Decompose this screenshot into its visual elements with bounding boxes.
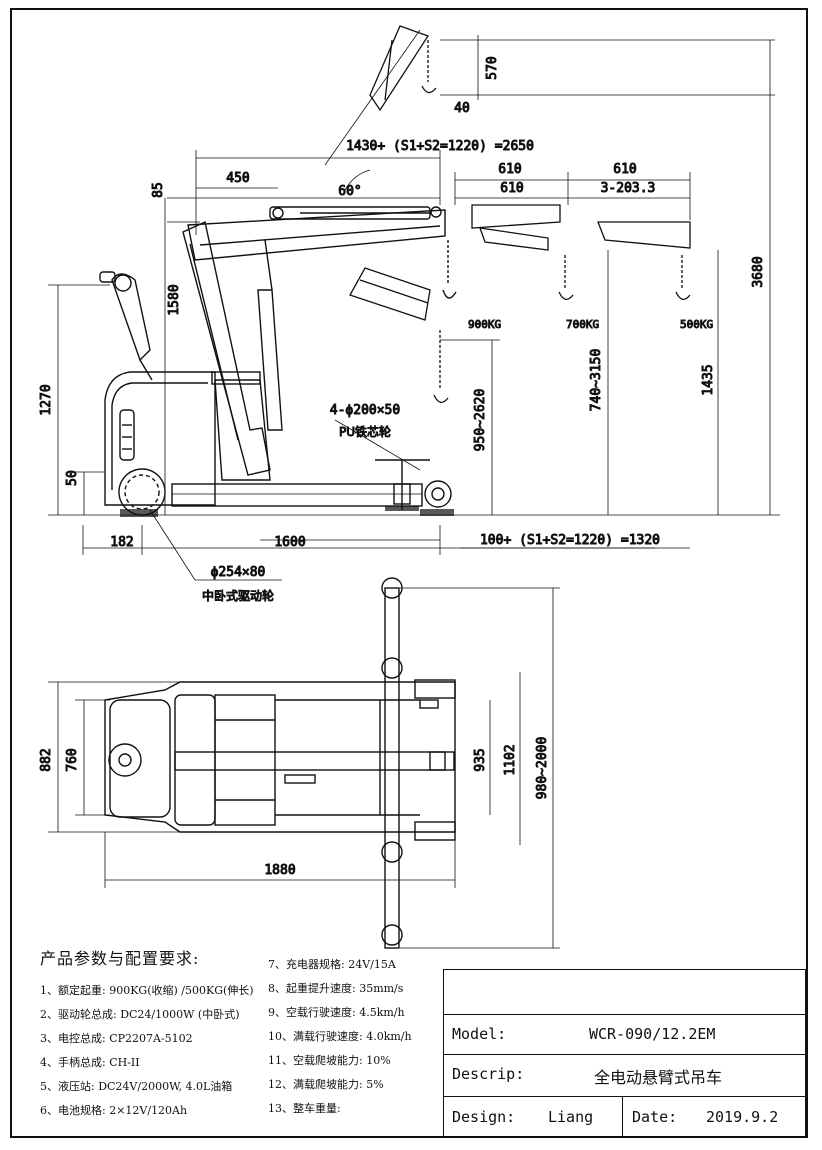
- load-900kg: 900KG: [468, 318, 501, 331]
- dim-1102: 1102: [503, 744, 518, 775]
- dim-570: 570: [485, 56, 500, 79]
- dim-85: 85: [151, 182, 166, 198]
- spec-item: 9、空载行驶速度: 4.5km/h: [268, 1006, 405, 1019]
- spec-item: 7、充电器规格: 24V/15A: [268, 958, 396, 971]
- dim-740-3150: 740~3150: [589, 349, 604, 412]
- side-view-extended-boom: [471, 204, 691, 300]
- dim-610-upper-left: 610: [498, 162, 521, 177]
- spec-item: 3、电控总成: CP2207A-5102: [40, 1032, 193, 1045]
- spec-item: 13、整车重量:: [268, 1102, 341, 1115]
- spec-item: 12、满载爬坡能力: 5%: [268, 1078, 384, 1091]
- date-label: Date:: [632, 1108, 678, 1126]
- dim-882: 882: [39, 748, 54, 771]
- dim-1600: 1600: [274, 535, 305, 550]
- dim-3680: 3680: [751, 256, 766, 287]
- spec-item: 2、驱动轮总成: DC24/1000W (中卧式): [40, 1008, 240, 1021]
- date-value: 2019.9.2: [706, 1108, 779, 1126]
- spec-item: 5、液压站: DC24V/2000W, 4.0L油箱: [40, 1080, 233, 1093]
- title-block: Model: WCR-090/12.2EM Descrip: 全电动悬臂式吊车 …: [443, 969, 806, 1138]
- dim-935: 935: [473, 748, 488, 771]
- dim-450: 450: [226, 171, 249, 186]
- drive-wheel-type: 中卧式驱动轮: [202, 588, 274, 603]
- side-view-lowered-boom: [349, 267, 449, 403]
- spec-item: 1、额定起重: 900KG(收缩) /500KG(伸长): [40, 984, 254, 997]
- load-500kg: 500KG: [680, 318, 713, 331]
- wheel-note-type: PU铁芯轮: [339, 425, 391, 439]
- title-block-divider: [622, 1097, 623, 1138]
- dim-50: 50: [65, 470, 80, 486]
- specs-left-column: 1、额定起重: 900KG(收缩) /500KG(伸长) 2、驱动轮总成: DC…: [40, 979, 265, 1123]
- dim-182: 182: [110, 535, 133, 550]
- design-label: Design:: [452, 1108, 516, 1126]
- side-view-raised-boom: [369, 25, 437, 112]
- spec-item: 6、电池规格: 2×12V/120Ah: [40, 1104, 188, 1117]
- dim-40: 40: [454, 101, 470, 116]
- title-block-model-row: Model: WCR-090/12.2EM: [444, 1014, 805, 1055]
- specs-right-column: 7、充电器规格: 24V/15A 8、起重提升速度: 35mm/s 9、空载行驶…: [268, 953, 468, 1121]
- model-value: WCR-090/12.2EM: [589, 1025, 716, 1043]
- specs-title: 产品参数与配置要求:: [40, 949, 200, 968]
- top-view-dimension-lines: [48, 587, 560, 949]
- dim-3-203: 3-203.3: [601, 181, 656, 196]
- title-block-descrip-row: Descrip: 全电动悬臂式吊车: [444, 1054, 805, 1095]
- spec-item: 8、起重提升速度: 35mm/s: [268, 982, 404, 995]
- dim-980-2000: 980~2000: [535, 737, 550, 800]
- spec-item: 4、手柄总成: CH-II: [40, 1056, 140, 1069]
- side-view-dimension-lines: [48, 29, 780, 581]
- drawing-sheet-border: [10, 8, 808, 1138]
- wheel-note-size: 4-ϕ200×50: [330, 403, 400, 418]
- load-700kg: 700KG: [566, 318, 599, 331]
- dim-1880: 1880: [264, 863, 295, 878]
- dim-760: 760: [65, 748, 80, 771]
- dim-1435: 1435: [701, 364, 716, 395]
- dim-1270: 1270: [39, 384, 54, 415]
- descrip-value: 全电动悬臂式吊车: [594, 1068, 723, 1087]
- side-view-mast-boom: [182, 206, 457, 476]
- design-value: Liang: [548, 1108, 594, 1126]
- top-view-frame: [104, 577, 456, 949]
- model-label: Model:: [452, 1025, 507, 1043]
- spec-item: 10、满载行驶速度: 4.0km/h: [268, 1030, 412, 1043]
- spec-item: 11、空载爬坡能力: 10%: [268, 1054, 391, 1067]
- dim-610-lower: 610: [500, 181, 523, 196]
- dim-angle-60: 60°: [338, 184, 361, 199]
- dim-2650: 1430+ (S1+S2=1220) =2650: [346, 139, 534, 154]
- descrip-label: Descrip:: [452, 1065, 525, 1083]
- dim-950-2620: 950~2620: [473, 389, 488, 452]
- drive-wheel-size: ϕ254×80: [211, 565, 266, 580]
- dim-1580: 1580: [167, 284, 182, 315]
- dim-1320: 100+ (S1+S2=1220) =1320: [480, 533, 660, 548]
- dim-610-upper-right: 610: [613, 162, 636, 177]
- product-specs: 产品参数与配置要求: 1、额定起重: 900KG(收缩) /500KG(伸长) …: [40, 945, 460, 1117]
- title-block-design-row: Design: Liang Date: 2019.9.2: [444, 1096, 805, 1138]
